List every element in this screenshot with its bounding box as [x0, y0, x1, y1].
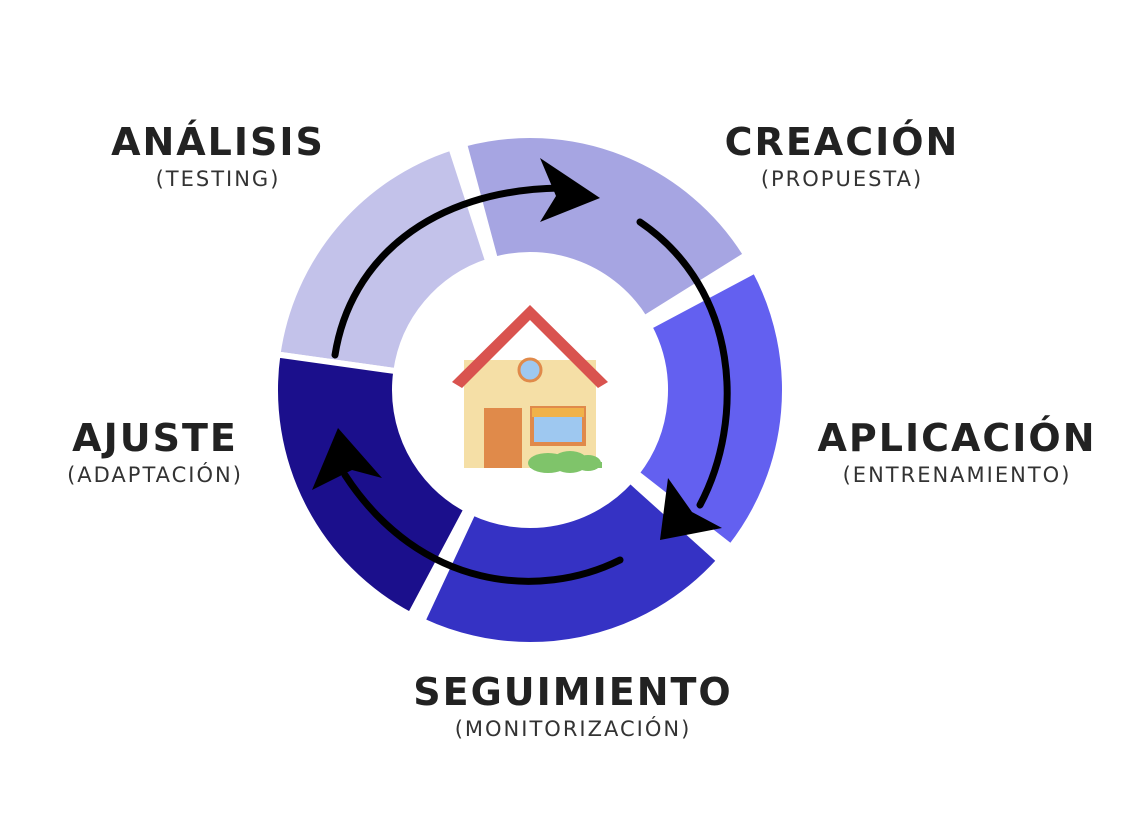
stage-label-analisis: ANÁLISIS (TESTING): [98, 120, 338, 194]
arrowhead-ajuste: [312, 428, 382, 490]
arrow-seguimiento-to-ajuste: [341, 471, 624, 585]
stage-label-seguimiento: SEGUIMIENTO (MONITORIZACIÓN): [398, 670, 748, 744]
stage-title: ANÁLISIS: [111, 120, 325, 164]
stage-subtitle: (ENTRENAMIENTO): [842, 463, 1072, 487]
arrow-ajuste-to-creacion: [331, 184, 564, 359]
stage-title: AJUSTE: [72, 416, 238, 460]
arrowhead-aplicacion: [660, 478, 722, 540]
stage-title: APLICACIÓN: [817, 416, 1097, 460]
ring-segments: [272, 132, 788, 648]
stage-subtitle: (ADAPTACIÓN): [67, 463, 243, 487]
arrow-creacion-to-aplicacion: [636, 218, 731, 509]
stage-label-creacion: CREACIÓN (PROPUESTA): [712, 120, 972, 194]
stage-subtitle: (MONITORIZACIÓN): [454, 717, 692, 741]
stage-label-ajuste: AJUSTE (ADAPTACIÓN): [40, 416, 270, 490]
cycle-arrows: [312, 158, 731, 585]
stage-subtitle: (TESTING): [155, 167, 281, 191]
arrowhead-creacion: [540, 158, 600, 222]
stage-subtitle: (PROPUESTA): [760, 167, 924, 191]
stage-label-aplicacion: APLICACIÓN (ENTRENAMIENTO): [812, 416, 1102, 490]
house-icon: [452, 305, 608, 473]
stage-title: CREACIÓN: [724, 120, 960, 164]
stage-title: SEGUIMIENTO: [413, 670, 733, 714]
